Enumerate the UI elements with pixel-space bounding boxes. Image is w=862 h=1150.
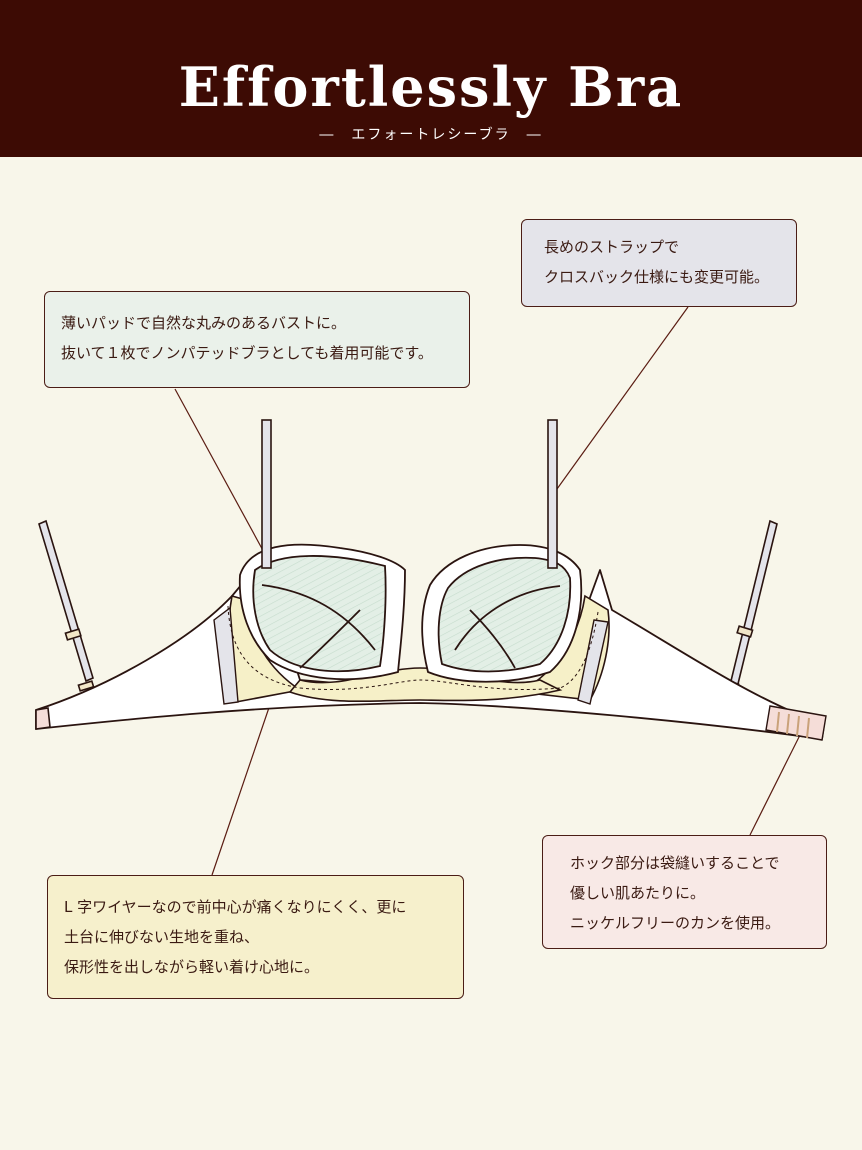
leader-wire bbox=[211, 689, 276, 876]
hook-eye bbox=[765, 705, 827, 741]
front-strap-right bbox=[547, 419, 558, 569]
callout-hook: ホック部分は袋縫いすることで 優しい肌あたりに。 ニッケルフリーのカンを使用。 bbox=[542, 835, 827, 949]
cup-right bbox=[421, 544, 583, 683]
callout-wire: L 字ワイヤーなので前中心が痛くなりにくく、更に 土台に伸びない生地を重ね、 保… bbox=[47, 875, 464, 999]
page-title: Effortlessly Bra bbox=[178, 55, 684, 119]
leader-hook bbox=[749, 734, 801, 836]
front-strap-left bbox=[261, 419, 272, 569]
callout-hook-line-1: ホック部分は袋縫いすることで bbox=[570, 854, 780, 872]
callout-hook-line-2: 優しい肌あたりに。 bbox=[570, 884, 706, 902]
side-strip-right bbox=[577, 619, 609, 705]
callout-hook-line-3: ニッケルフリーのカンを使用。 bbox=[570, 914, 781, 932]
callout-pad: 薄いパッドで自然な丸みのあるバストに。 抜いて１枚でノンパテッドブラとしても着用… bbox=[44, 291, 470, 388]
back-strap-left bbox=[38, 519, 95, 692]
wing-end-left bbox=[35, 707, 51, 730]
callout-wire-line-2: 土台に伸びない生地を重ね、 bbox=[64, 928, 260, 946]
stitching bbox=[227, 605, 599, 690]
leader-strap bbox=[556, 306, 689, 490]
callout-strap: 長めのストラップで クロスバック仕様にも変更可能。 bbox=[521, 219, 797, 307]
page-subtitle: ― エフォートレシーブラ ― bbox=[319, 127, 543, 143]
callout-wire-line-3: 保形性を出しながら軽い着け心地に。 bbox=[64, 958, 320, 976]
callout-wire-line-1: L 字ワイヤーなので前中心が痛くなりにくく、更に bbox=[64, 898, 407, 916]
callout-pad-line-2: 抜いて１枚でノンパテッドブラとしても着用可能です。 bbox=[61, 344, 433, 362]
back-strap-right bbox=[722, 519, 778, 691]
callout-pad-line-1: 薄いパッドで自然な丸みのあるバストに。 bbox=[61, 314, 347, 332]
callout-strap-line-1: 長めのストラップで bbox=[544, 238, 680, 256]
cup-left bbox=[238, 543, 406, 681]
header-banner: Effortlessly Bra ― エフォートレシーブラ ― bbox=[0, 0, 862, 157]
callout-strap-line-2: クロスバック仕様にも変更可能。 bbox=[544, 268, 770, 286]
